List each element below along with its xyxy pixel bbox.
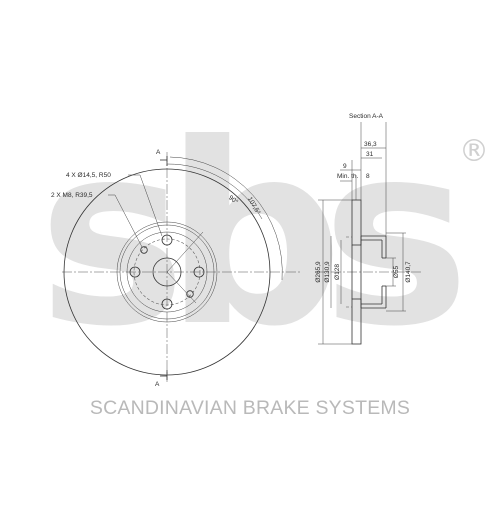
bolt-hole-callout: 4 X Ø14,5, R50 [66,172,111,179]
section-title: Section A-A [349,113,384,120]
threaded-hole-1 [140,246,148,254]
hub-face-circle [126,231,208,313]
dim-36: 36,3 [364,141,377,148]
bolt-hole-left [129,266,141,278]
diameter-55: Ø55 [393,265,400,278]
diameter-130: Ø130,9 [324,261,331,283]
section-label-bottom: A [155,381,160,388]
section-view: Section A-A 36,3 31 9 [315,113,422,345]
brand-tagline: SCANDINAVIAN BRAKE SYSTEMS [90,397,410,419]
bolt-hole-right [193,266,205,278]
section-label-top: A [156,149,161,156]
min-thickness-label: Min. th. [337,173,359,180]
center-bore [152,257,182,287]
angle-arc-107 [169,156,283,281]
disc-ring-upper [351,199,362,246]
disc-outer-edge [63,168,271,376]
angle-arc-90 [166,163,263,220]
dim-9: 9 [343,163,347,170]
hat-outer-circle [116,221,218,323]
thread-hole-callout: 2 X M8, R39,5 [51,192,93,199]
sbs-logo-watermark: sbs ® [38,90,489,381]
min-thickness-value: 8 [366,173,370,180]
diameter-265: Ø265,9 [315,261,322,283]
bolt-hole-top [161,234,173,246]
threaded-hole-2 [186,290,194,298]
logo-text: sbs [38,90,459,381]
hat-inner-circle [119,224,215,320]
bolt-hole-bottom [161,298,173,310]
bolt-circle [133,238,201,306]
diameter-128: Ø128 [334,264,341,280]
disc-ring-lower [351,298,362,345]
diameter-140: Ø140,7 [405,261,412,283]
dim-31: 31 [366,151,374,158]
registered-mark: ® [459,134,489,169]
